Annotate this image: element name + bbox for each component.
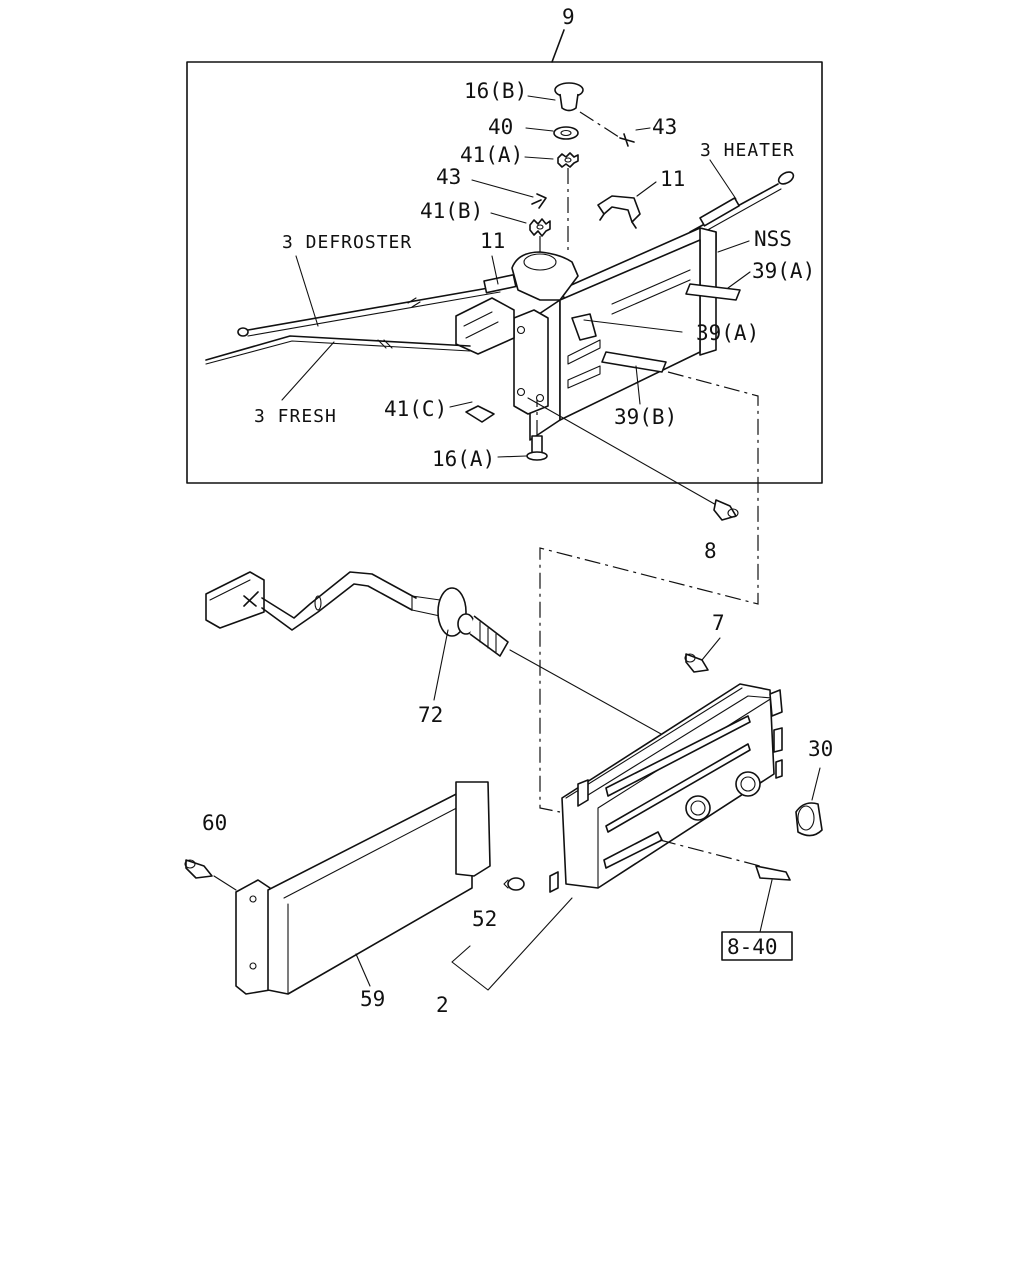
bracket-11-right-leader xyxy=(636,181,657,197)
callout-16b: 16(B) xyxy=(464,79,527,103)
callout-39a-right: 39(A) xyxy=(752,259,815,283)
cable-3-defroster-leader xyxy=(295,255,319,327)
bulb-8-40-part xyxy=(755,865,791,881)
callout-60: 60 xyxy=(202,811,227,835)
callout-11-right: 11 xyxy=(660,167,685,191)
callout-41a: 41(A) xyxy=(460,143,523,167)
assembly-9-leader xyxy=(551,29,565,63)
pin-16a-part xyxy=(526,435,548,461)
callout-8: 8 xyxy=(704,539,717,563)
cable-3-defroster-part xyxy=(237,273,517,337)
cable-3-fresh-leader xyxy=(281,341,335,401)
plate-39b-leader xyxy=(635,365,641,405)
reference-box-8-40: 8-40 xyxy=(721,931,793,961)
reference-8-40-label: 8-40 xyxy=(727,935,778,959)
lockwasher-41a-part xyxy=(557,152,579,168)
assembly-path-dashline xyxy=(539,371,759,813)
panel-bulb-dashline xyxy=(659,839,761,867)
harness-72-leader xyxy=(433,629,449,701)
lockwasher-41b-leader xyxy=(490,212,527,224)
callout-43-mid: 43 xyxy=(436,165,461,189)
screw-8-part xyxy=(713,499,739,521)
clip-43-top-dashline xyxy=(579,111,623,140)
callout-39a-mid: 39(A) xyxy=(696,321,759,345)
screw-7-part xyxy=(684,653,709,673)
callout-52: 52 xyxy=(472,907,497,931)
clip-43-mid-part xyxy=(531,193,547,209)
lockwasher-41b-part xyxy=(529,218,551,237)
callout-3-heater: 3 HEATER xyxy=(700,140,795,161)
callout-59: 59 xyxy=(360,987,385,1011)
plate-39b-part xyxy=(601,351,667,373)
pin-16b-leader xyxy=(527,95,556,101)
callout-39b: 39(B) xyxy=(614,405,677,429)
callout-30: 30 xyxy=(808,737,833,761)
lockwasher-41a-leader xyxy=(524,156,554,160)
clip-43-top-leader xyxy=(635,127,651,131)
cable-3-heater-leader xyxy=(709,159,737,200)
harness-72-part xyxy=(205,571,509,657)
pin-16a-leader xyxy=(497,455,527,458)
control-panel-2-part xyxy=(549,683,783,893)
callout-41b: 41(B) xyxy=(420,199,483,223)
callout-41c: 41(C) xyxy=(384,397,447,421)
callout-40: 40 xyxy=(488,115,513,139)
plate-39a-right-part xyxy=(685,283,741,301)
callout-3-fresh: 3 FRESH xyxy=(254,406,337,427)
callout-3-defroster: 3 DEFROSTER xyxy=(282,232,412,253)
clip-41c-leader xyxy=(449,401,473,408)
screw-8-axis xyxy=(527,397,719,507)
screw-60-leader xyxy=(213,875,237,891)
cable-3-heater-part xyxy=(689,171,795,238)
callout-7: 7 xyxy=(712,611,725,635)
knob-30-part xyxy=(795,802,823,837)
callout-11-left: 11 xyxy=(480,229,505,253)
clip-43-top-part xyxy=(619,133,635,147)
washer-40-part xyxy=(553,126,579,140)
callout-nss: NSS xyxy=(754,227,792,251)
cover-59-part xyxy=(235,781,491,995)
panel-2-bracket-leader xyxy=(451,897,573,991)
washer-40-leader xyxy=(525,127,554,132)
callout-9: 9 xyxy=(562,5,575,29)
cable-3-fresh-part xyxy=(205,335,471,365)
plate-39a-right-leader xyxy=(727,271,751,289)
assembly-9-frame xyxy=(186,61,823,484)
pin-16b-part xyxy=(554,82,584,112)
nss-leader xyxy=(717,240,750,253)
bulb-8-40-leader xyxy=(759,879,773,933)
plate-39a-mid-leader xyxy=(583,319,683,333)
callout-72: 72 xyxy=(418,703,443,727)
bulb-52-part xyxy=(503,877,525,891)
screw-60-part xyxy=(184,859,213,879)
clip-43-mid-leader xyxy=(471,179,534,198)
callout-43-top: 43 xyxy=(652,115,677,139)
screw-7-leader xyxy=(701,637,721,661)
callout-16a: 16(A) xyxy=(432,447,495,471)
knob-30-leader xyxy=(811,767,821,801)
bracket-11-left-leader xyxy=(491,255,499,285)
bracket-11-right-part xyxy=(597,195,641,229)
clip-41c-part xyxy=(465,405,495,423)
callout-2: 2 xyxy=(436,993,449,1017)
cover-59-leader xyxy=(355,953,371,987)
